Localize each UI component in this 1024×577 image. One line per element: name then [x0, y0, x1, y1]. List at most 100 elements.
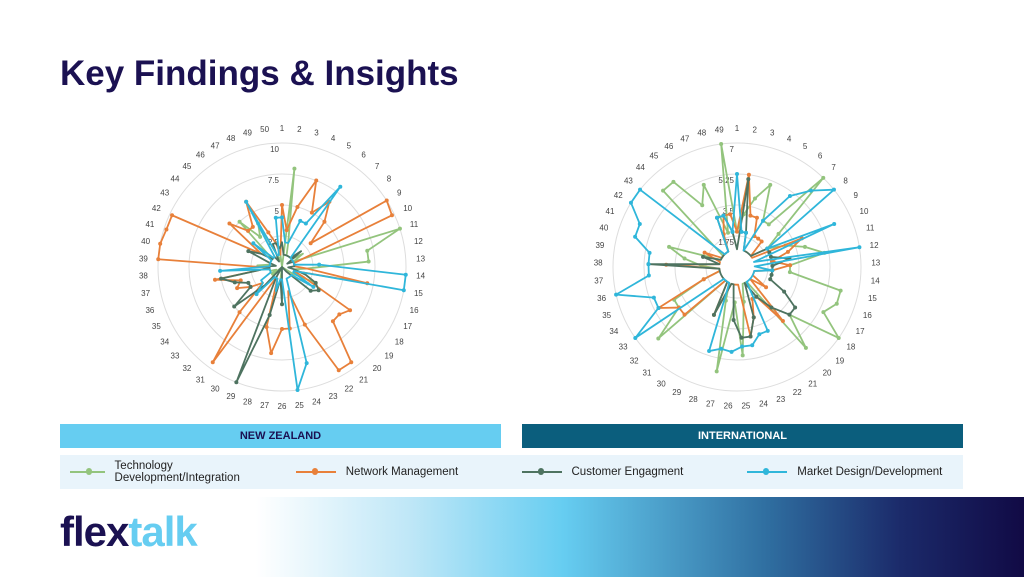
data-point-customer: [793, 305, 798, 310]
data-point-market: [808, 188, 813, 193]
data-point-network: [302, 322, 307, 327]
axis-label: 16: [863, 311, 872, 320]
data-point-network: [349, 360, 354, 365]
axis-label: 1: [280, 124, 285, 133]
axis-label: 4: [331, 134, 336, 143]
axis-label: 31: [643, 369, 652, 378]
data-point-customer: [267, 313, 272, 318]
data-point-customer: [768, 277, 773, 282]
data-point-tech: [258, 234, 263, 239]
data-point-tech: [768, 182, 773, 187]
data-point-network: [330, 319, 335, 324]
data-point-network: [210, 360, 215, 365]
data-point-tech: [726, 230, 731, 235]
data-point-market: [646, 262, 651, 267]
axis-label: 50: [260, 125, 269, 134]
data-point-market: [739, 229, 744, 234]
data-point-tech: [838, 288, 843, 293]
data-point-network: [170, 213, 175, 218]
data-point-market: [638, 187, 643, 192]
data-point-tech: [714, 369, 719, 374]
data-point-network: [266, 230, 271, 235]
data-point-market: [646, 273, 651, 278]
data-point-market: [787, 194, 792, 199]
data-point-market: [832, 221, 837, 226]
data-point-customer: [770, 263, 775, 268]
data-point-network: [246, 228, 251, 233]
data-point-network: [780, 318, 785, 323]
axis-label: 42: [614, 191, 623, 200]
data-point-tech: [834, 301, 839, 306]
radial-tick-label: 10: [270, 145, 279, 154]
axis-label: 41: [145, 220, 154, 229]
grid-ring: [157, 142, 407, 392]
grid-ring: [643, 173, 831, 361]
axis-label: 42: [152, 204, 161, 213]
axis-label: 10: [403, 204, 412, 213]
data-point-network: [759, 239, 764, 244]
data-point-market: [637, 221, 642, 226]
legend-item-tech: Technology Development/Integration: [70, 460, 276, 484]
axis-label: 15: [868, 294, 877, 303]
axis-label: 12: [870, 241, 879, 250]
axis-label: 45: [649, 152, 658, 161]
data-point-network: [269, 351, 274, 356]
data-point-tech: [397, 226, 402, 231]
axis-label: 27: [260, 401, 269, 410]
axis-label: 34: [609, 327, 618, 336]
axis-label: 17: [403, 322, 412, 331]
data-point-customer: [246, 280, 251, 285]
legend: Technology Development/Integration Netwo…: [60, 455, 963, 489]
axis-label: 41: [606, 207, 615, 216]
data-point-market: [338, 184, 343, 189]
axis-label: 44: [636, 163, 645, 172]
data-point-market: [403, 272, 408, 277]
data-point-market: [244, 199, 249, 204]
data-point-market: [730, 229, 735, 234]
data-point-customer: [232, 304, 237, 309]
data-point-network: [309, 210, 314, 215]
data-point-market: [304, 361, 309, 366]
international-label-bar: INTERNATIONAL: [522, 424, 963, 448]
data-point-tech: [836, 335, 841, 340]
axis-label: 22: [793, 388, 802, 397]
axis-label: 28: [243, 398, 252, 407]
data-point-customer: [219, 276, 224, 281]
axis-label: 33: [171, 352, 180, 361]
data-point-network: [702, 250, 707, 255]
axis-label: 3: [314, 128, 319, 137]
data-point-market: [757, 332, 762, 337]
legend-label: Customer Engagment: [571, 466, 684, 478]
axis-label: 29: [226, 392, 235, 401]
data-point-market: [857, 245, 862, 250]
data-point-network: [728, 212, 733, 217]
axis-label: 40: [141, 237, 150, 246]
data-point-network: [756, 236, 761, 241]
data-point-network: [754, 215, 759, 220]
legend-swatch: [747, 468, 788, 475]
axis-label: 49: [243, 128, 252, 137]
axis-label: 24: [312, 398, 321, 407]
footer-gradient: [0, 497, 1024, 577]
axis-label: 14: [416, 272, 425, 281]
data-point-tech: [752, 196, 757, 201]
data-point-customer: [748, 334, 753, 339]
radial-tick-label: 3.5: [723, 207, 735, 216]
axis-label: 36: [145, 306, 154, 315]
legend-swatch: [295, 468, 336, 475]
data-point-market: [311, 284, 316, 289]
data-point-market: [831, 187, 836, 192]
data-point-tech: [821, 175, 826, 180]
data-point-tech: [667, 244, 672, 249]
data-point-network: [785, 249, 790, 254]
data-point-tech: [682, 256, 687, 261]
data-point-market: [740, 344, 745, 349]
data-point-tech: [776, 231, 781, 236]
axis-label: 21: [808, 379, 817, 388]
data-point-market: [218, 268, 223, 273]
axis-label: 1: [735, 124, 740, 133]
axis-label: 18: [846, 342, 855, 351]
data-point-tech: [740, 353, 745, 358]
data-point-market: [317, 262, 322, 267]
